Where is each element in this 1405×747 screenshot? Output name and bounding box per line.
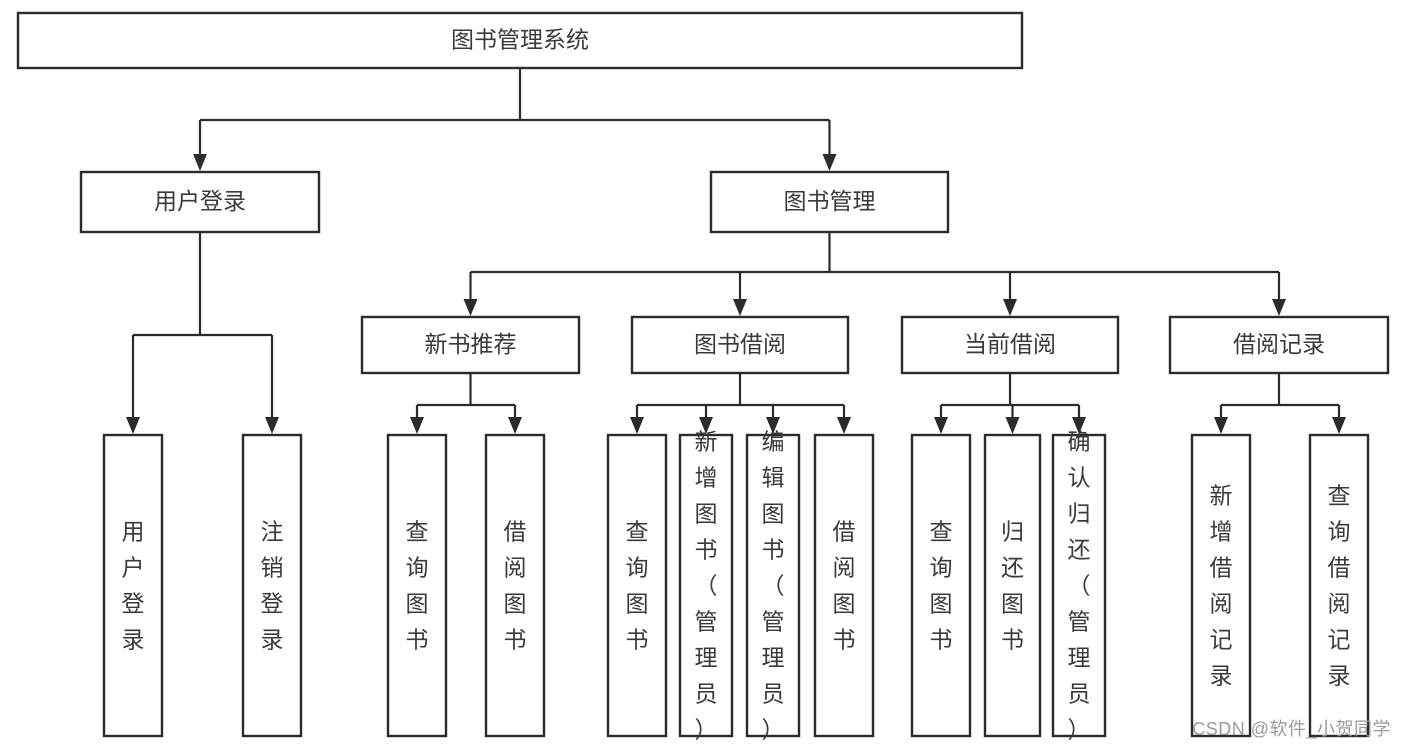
node-box bbox=[813, 433, 875, 738]
arrowhead-leaf_query_book_3 bbox=[934, 417, 948, 434]
arrowhead-leaf_borrow_book_1 bbox=[508, 417, 522, 434]
arrowhead-book_manage bbox=[822, 154, 837, 171]
node-box bbox=[630, 315, 850, 375]
node-label: 注销登录 bbox=[261, 519, 284, 653]
node-box bbox=[16, 11, 1024, 70]
node-leaf-query-record[interactable]: 查询借阅记录 bbox=[1308, 433, 1370, 738]
node-label: 查询图书 bbox=[406, 519, 429, 653]
node-root[interactable]: 图书管理系统 bbox=[16, 11, 1024, 70]
arrowhead-leaf_query_book_2 bbox=[630, 417, 644, 434]
csdn-watermark: CSDN @软件_小贺同学 bbox=[1192, 719, 1391, 739]
node-box bbox=[678, 433, 734, 738]
node-box bbox=[910, 433, 972, 738]
node-leaf-confirm-return[interactable]: 确认归还（管理员） bbox=[1051, 429, 1107, 743]
node-leaf-query-book-2[interactable]: 查询图书 bbox=[606, 433, 668, 738]
node-leaf-user-login[interactable]: 用户登录 bbox=[102, 433, 164, 738]
node-label: 新书推荐 bbox=[425, 331, 517, 357]
node-book-borrow[interactable]: 图书借阅 bbox=[630, 315, 850, 375]
node-borrow-record[interactable]: 借阅记录 bbox=[1168, 315, 1390, 375]
node-label: 新增借阅记录 bbox=[1210, 483, 1233, 689]
arrowhead-book_borrow bbox=[733, 299, 747, 316]
node-new-book-rec[interactable]: 新书推荐 bbox=[360, 315, 581, 375]
node-box bbox=[102, 433, 164, 738]
node-box bbox=[79, 170, 321, 234]
node-label: 编辑图书（管理员） bbox=[762, 429, 785, 743]
arrowhead-borrow_record bbox=[1272, 299, 1286, 316]
node-label: 借阅记录 bbox=[1233, 331, 1325, 357]
node-label: 借阅图书 bbox=[504, 519, 527, 653]
node-leaf-query-book-1[interactable]: 查询图书 bbox=[386, 433, 448, 738]
node-box bbox=[1168, 315, 1390, 375]
arrowhead-new_book_rec bbox=[463, 299, 478, 316]
arrowhead-leaf_add_book bbox=[699, 417, 713, 434]
connector-layer bbox=[126, 68, 1346, 434]
node-label: 图书管理 bbox=[784, 188, 876, 214]
node-label: 用户登录 bbox=[154, 188, 246, 214]
node-box bbox=[745, 433, 801, 738]
node-leaf-logout[interactable]: 注销登录 bbox=[241, 433, 303, 738]
node-leaf-return-book[interactable]: 归还图书 bbox=[983, 433, 1042, 738]
node-box bbox=[709, 170, 950, 234]
node-leaf-query-book-3[interactable]: 查询图书 bbox=[910, 433, 972, 738]
node-current-borrow[interactable]: 当前借阅 bbox=[900, 315, 1120, 375]
node-user-login[interactable]: 用户登录 bbox=[79, 170, 321, 234]
node-label: 查询借阅记录 bbox=[1328, 483, 1351, 689]
node-box bbox=[1190, 433, 1252, 738]
node-label: 归还图书 bbox=[1001, 519, 1024, 653]
node-label: 用户登录 bbox=[122, 519, 145, 653]
node-label: 图书借阅 bbox=[694, 331, 786, 357]
node-box bbox=[983, 433, 1042, 738]
arrowhead-leaf_query_record bbox=[1332, 417, 1346, 434]
node-label: 查询图书 bbox=[930, 519, 953, 653]
node-leaf-borrow-book-1[interactable]: 借阅图书 bbox=[484, 433, 546, 738]
node-box bbox=[1051, 433, 1107, 738]
node-label: 当前借阅 bbox=[964, 331, 1056, 357]
arrowhead-leaf_return_book bbox=[1005, 417, 1020, 434]
node-box bbox=[606, 433, 668, 738]
node-leaf-borrow-book-2[interactable]: 借阅图书 bbox=[813, 433, 875, 738]
node-box bbox=[386, 433, 448, 738]
node-box bbox=[360, 315, 581, 375]
arrowhead-leaf_user_login bbox=[126, 417, 140, 434]
arrowhead-user_login bbox=[193, 154, 207, 171]
node-book-manage[interactable]: 图书管理 bbox=[709, 170, 950, 234]
arrowhead-leaf_add_record bbox=[1214, 417, 1228, 434]
node-box bbox=[1308, 433, 1370, 738]
arrowhead-leaf_edit_book bbox=[766, 417, 780, 434]
arrowhead-leaf_borrow_book_2 bbox=[837, 417, 851, 434]
node-box bbox=[900, 315, 1120, 375]
arrowhead-leaf_query_book_1 bbox=[410, 417, 424, 434]
node-leaf-add-record[interactable]: 新增借阅记录 bbox=[1190, 433, 1252, 738]
node-label: 确认归还（管理员） bbox=[1068, 429, 1091, 743]
node-leaf-add-book[interactable]: 新增图书（管理员） bbox=[678, 429, 734, 743]
node-label: 新增图书（管理员） bbox=[695, 429, 718, 743]
node-leaf-edit-book[interactable]: 编辑图书（管理员） bbox=[745, 429, 801, 743]
node-label: 查询图书 bbox=[626, 519, 649, 653]
arrowhead-leaf_confirm_return bbox=[1072, 417, 1086, 434]
arrowhead-leaf_logout bbox=[265, 417, 279, 434]
node-box bbox=[484, 433, 546, 738]
arrowhead-current_borrow bbox=[1003, 299, 1017, 316]
node-layer: 图书管理系统用户登录图书管理新书推荐图书借阅当前借阅借阅记录用户登录注销登录查询… bbox=[16, 11, 1390, 743]
node-box bbox=[241, 433, 303, 738]
node-label: 借阅图书 bbox=[833, 519, 856, 653]
node-label: 图书管理系统 bbox=[451, 27, 589, 53]
